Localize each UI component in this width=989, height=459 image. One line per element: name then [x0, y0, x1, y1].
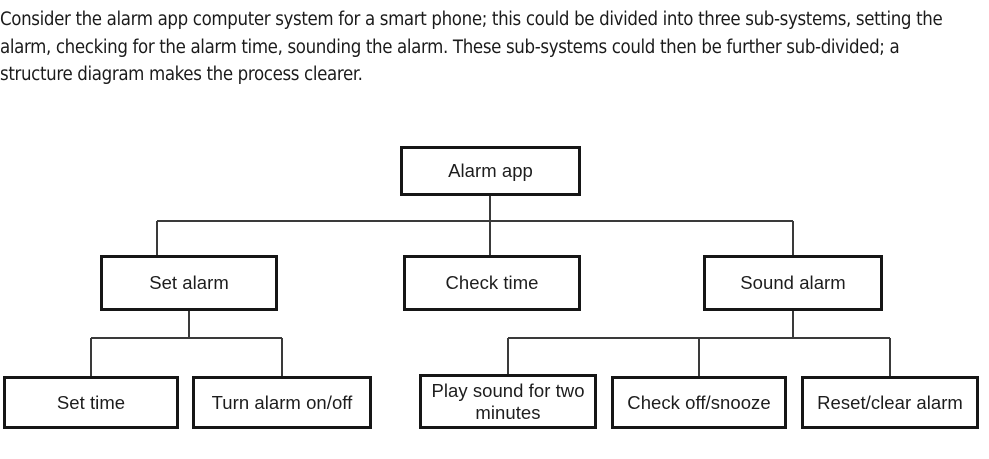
- node-sound-alarm: Sound alarm: [703, 255, 883, 311]
- node-reset-clear-alarm-label: Reset/clear alarm: [817, 391, 963, 413]
- node-play-sound-for-two-minutes: Play sound for two minutes: [419, 374, 597, 429]
- node-set-time: Set time: [3, 376, 179, 429]
- node-alarm-app-label: Alarm app: [448, 160, 533, 181]
- node-check-off-snooze: Check off/snooze: [611, 376, 787, 429]
- node-alarm-app: Alarm app: [400, 146, 581, 196]
- node-turn-alarm-on-off-label: Turn alarm on/off: [211, 391, 353, 413]
- node-set-alarm-label: Set alarm: [149, 272, 229, 293]
- node-reset-clear-alarm: Reset/clear alarm: [801, 376, 979, 429]
- node-set-alarm: Set alarm: [100, 255, 278, 311]
- node-check-time-label: Check time: [445, 272, 539, 293]
- node-sound-alarm-label: Sound alarm: [740, 272, 846, 293]
- node-set-time-label: Set time: [56, 391, 126, 413]
- node-turn-alarm-on-off: Turn alarm on/off: [192, 376, 372, 429]
- node-play-sound-for-two-minutes-label: Play sound for two minutes: [431, 379, 585, 423]
- intro-paragraph: Consider the alarm app computer system f…: [0, 9, 943, 85]
- node-check-off-snooze-label: Check off/snooze: [627, 391, 771, 413]
- node-check-time: Check time: [403, 255, 581, 311]
